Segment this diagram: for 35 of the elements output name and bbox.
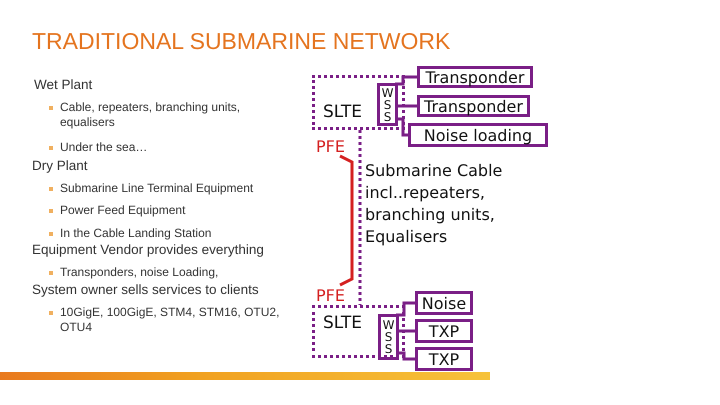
bullet-text: In the Cable Landing Station [60,226,212,241]
heading-text: Dry Plant [32,158,89,173]
bullet-text: 10GigE, 100GigE, STM4, STM16, OTU2, OTU4 [60,305,280,335]
connector-line [396,330,415,332]
edge-label: Submarine Cable incl..repeaters, branching units, Equalisers [365,160,504,248]
connector-line [395,104,417,108]
bullet-text: Transponders, noise Loading, [60,265,220,280]
equipment-box: Noise [415,291,473,315]
bullet-text: Under the sea… [60,140,148,155]
box-title: SLTE [323,313,362,333]
equipment-box: Transponder [417,95,530,117]
wss-box: W S S [377,83,398,126]
connector-line [396,302,415,316]
pfe-label: PFE [316,285,352,305]
cable-line [358,130,362,305]
slide-title: TRADITIONAL SUBMARINE NETWORK [32,28,450,55]
connector-line [395,118,408,136]
equipment-box: Noise loading [408,123,548,147]
bullet-text: Power Feed Equipment [60,203,186,218]
equipment-group-box [312,305,405,358]
power-feed-line [339,154,354,286]
box-title: SLTE [323,102,362,122]
equipment-box: TXP [415,319,473,343]
heading-text: Wet Plant [34,77,94,92]
equipment-box: Transponder [417,66,533,88]
bullet-text: Submarine Line Terminal Equipment [60,181,254,196]
connector-line [396,352,415,360]
pfe-label: PFE [316,136,352,156]
wss-box: W S S [378,314,399,360]
heading-text: System owner sells services to clients [32,282,260,297]
connector-line [395,76,417,86]
bullet-text: Cable, repeaters, branching units, equalisers [60,100,242,130]
heading-text: Equipment Vendor provides everything [32,242,265,257]
equipment-group-box [312,75,405,130]
equipment-box: TXP [415,347,473,371]
